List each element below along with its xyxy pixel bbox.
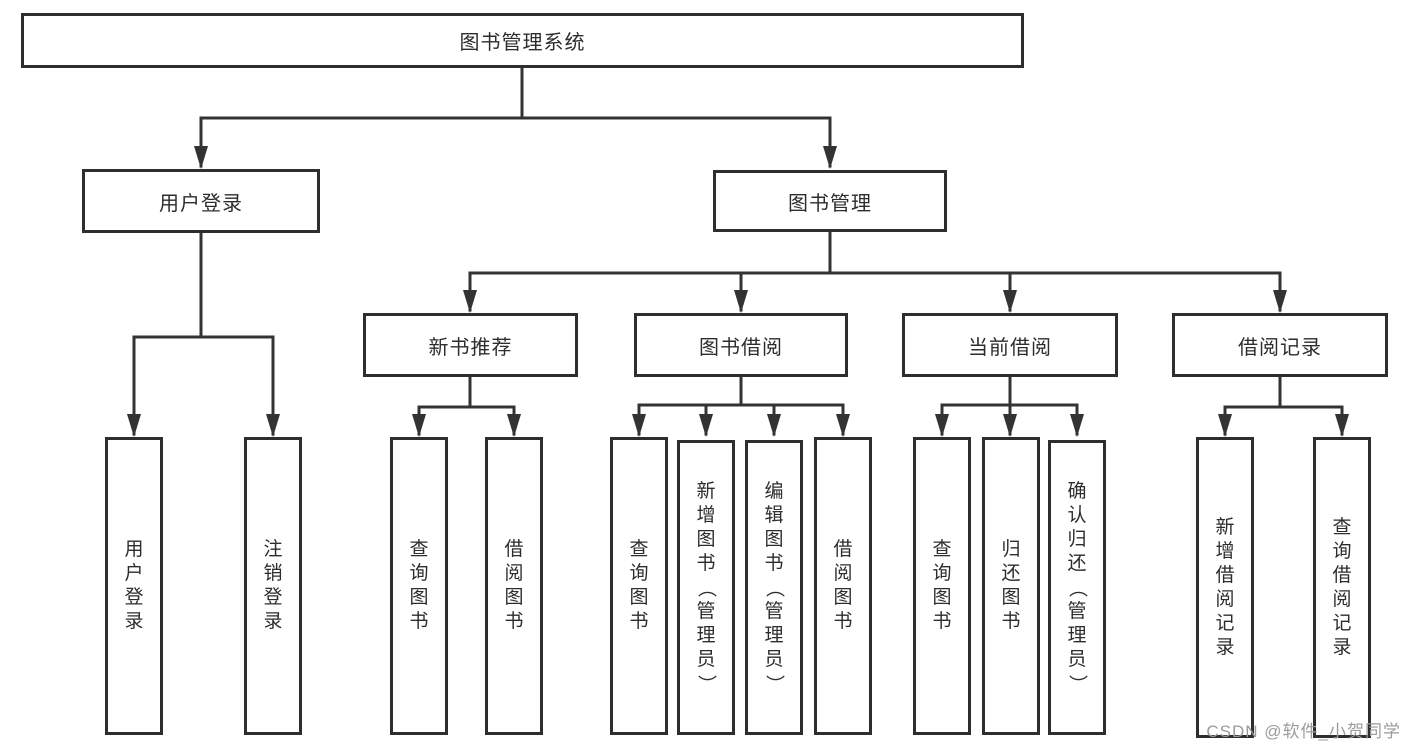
edge-book-management-to-level3 [463, 230, 1287, 313]
edge-current-borrow-to-leaves [935, 375, 1084, 437]
arrow-down-icon [1003, 414, 1017, 437]
node-borrow-records: 借阅记录 [1172, 313, 1388, 377]
arrow-down-icon [463, 290, 477, 313]
leaf-query-books-borrow: 查询图书 [610, 437, 668, 735]
edge-new-book-recommend-to-leaves [412, 375, 521, 437]
node-library-management-system: 图书管理系统 [21, 13, 1024, 68]
leaf-query-books-recommend: 查询图书 [390, 437, 448, 735]
arrow-down-icon [507, 414, 521, 437]
arrow-down-icon [1070, 414, 1084, 437]
csdn-watermark: CSDN @软件_小贺同学 [1206, 722, 1401, 741]
leaf-borrow-books-recommend: 借阅图书 [485, 437, 543, 735]
node-book-management: 图书管理 [713, 170, 947, 232]
arrow-down-icon [935, 414, 949, 437]
arrow-down-icon [1273, 290, 1287, 313]
arrow-down-icon [1218, 414, 1232, 437]
leaf-borrow-books: 借阅图书 [814, 437, 872, 735]
leaf-add-borrow-record: 新增借阅记录 [1196, 437, 1254, 738]
leaf-query-books-current: 查询图书 [913, 437, 971, 735]
leaf-confirm-return-admin: 确认归还（管理员） [1048, 440, 1106, 735]
arrow-down-icon [767, 414, 781, 437]
arrow-down-icon [632, 414, 646, 437]
node-current-borrow: 当前借阅 [902, 313, 1118, 377]
leaf-edit-book-admin: 编辑图书（管理员） [745, 440, 803, 735]
leaf-query-borrow-record: 查询借阅记录 [1313, 437, 1371, 738]
edge-root-to-level2 [194, 66, 837, 169]
leaf-return-books: 归还图书 [982, 437, 1040, 735]
edge-borrow-records-to-leaves [1218, 375, 1349, 437]
leaf-add-book-admin: 新增图书（管理员） [677, 440, 735, 735]
edge-user-login-to-leaves [127, 231, 280, 437]
leaf-user-login: 用户登录 [105, 437, 163, 735]
arrow-down-icon [412, 414, 426, 437]
arrow-down-icon [836, 414, 850, 437]
arrow-down-icon [734, 290, 748, 313]
arrow-down-icon [127, 414, 141, 437]
edge-book-borrow-to-leaves [632, 375, 850, 437]
arrow-down-icon [699, 414, 713, 437]
leaf-logout-login: 注销登录 [244, 437, 302, 735]
node-user-login: 用户登录 [82, 169, 320, 233]
node-new-book-recommend: 新书推荐 [363, 313, 578, 377]
node-book-borrow: 图书借阅 [634, 313, 848, 377]
arrow-down-icon [194, 146, 208, 169]
arrow-down-icon [1003, 290, 1017, 313]
arrow-down-icon [1335, 414, 1349, 437]
arrow-down-icon [823, 146, 837, 169]
arrow-down-icon [266, 414, 280, 437]
